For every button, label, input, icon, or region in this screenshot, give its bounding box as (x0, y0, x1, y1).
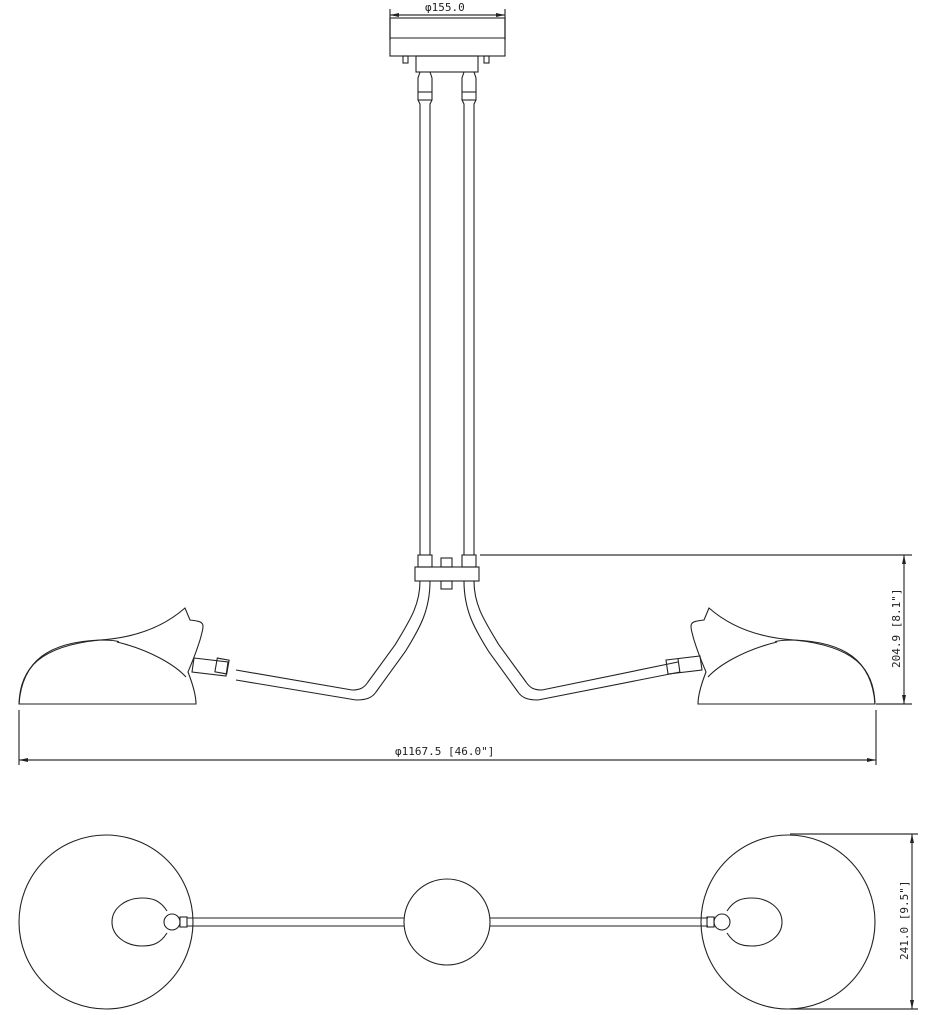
stem-joint (414, 554, 480, 590)
overall-width-dimension: φ1167.5 [46.0"] (18, 710, 877, 765)
left-shade (18, 607, 204, 705)
downrods (417, 71, 477, 555)
height-dimension-label: 204.9 [8.1"] (890, 589, 903, 668)
right-shade-plan (700, 834, 876, 1010)
overall-width-label: φ1167.5 [46.0"] (395, 745, 494, 758)
canopy-dimension: φ155.0 (389, 1, 506, 40)
shade-diameter-label: 241.0 [9.5"] (898, 881, 911, 960)
right-arm (463, 580, 703, 701)
canopy (389, 17, 506, 73)
left-arm (191, 580, 431, 701)
canopy-diameter-label: φ155.0 (425, 1, 465, 14)
front-elevation-view: φ155.0 (18, 1, 912, 765)
top-plan-view: 241.0 [9.5"] (18, 833, 918, 1010)
shade-diameter-dimension: 241.0 [9.5"] (790, 833, 918, 1010)
left-shade-plan (18, 834, 194, 1010)
arm-plan (187, 878, 708, 966)
right-shade (690, 607, 876, 705)
height-dimension: 204.9 [8.1"] (480, 554, 912, 705)
